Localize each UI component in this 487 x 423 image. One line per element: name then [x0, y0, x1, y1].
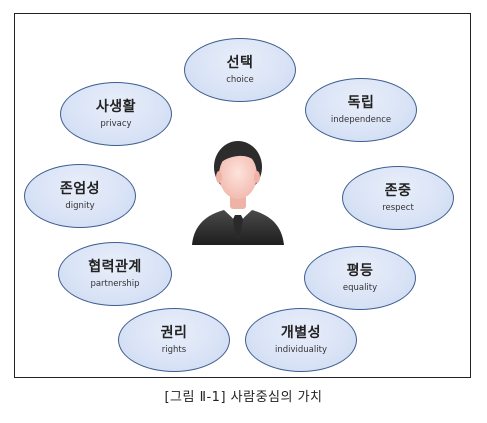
value-bubble-dignity: 존엄성 dignity [24, 164, 136, 228]
value-label-ko: 독립 [347, 94, 375, 111]
value-bubble-individuality: 개별성 individuality [245, 308, 357, 372]
value-bubble-respect: 존중 respect [342, 166, 454, 230]
value-label-ko: 존중 [384, 182, 412, 199]
value-label-ko: 사생활 [95, 98, 137, 115]
value-bubble-privacy: 사생활 privacy [60, 82, 172, 146]
value-label-en: independence [330, 114, 392, 125]
value-label-ko: 선택 [226, 54, 254, 71]
value-label-en: respect [382, 202, 414, 213]
person-icon [190, 139, 286, 245]
figure-caption: [그림 Ⅱ-1] 사람중심의 가치 [164, 390, 323, 405]
value-bubble-rights: 권리 rights [118, 308, 230, 372]
value-label-en: choice [226, 74, 254, 85]
value-bubble-equality: 평등 equality [304, 246, 416, 310]
value-label-en: equality [342, 282, 378, 293]
value-label-en: privacy [100, 118, 132, 129]
value-label-ko: 협력관계 [88, 258, 142, 275]
value-label-en: rights [161, 344, 187, 355]
value-label-en: partnership [90, 278, 140, 289]
value-label-ko: 개별성 [280, 324, 322, 341]
value-label-ko: 존엄성 [59, 180, 101, 197]
value-bubble-partnership: 협력관계 partnership [58, 242, 172, 306]
value-bubble-choice: 선택 choice [184, 38, 296, 102]
value-label-ko: 평등 [346, 262, 374, 279]
value-label-en: individuality [275, 344, 327, 355]
value-bubble-independence: 독립 independence [305, 78, 417, 142]
value-label-en: dignity [65, 200, 95, 211]
value-label-ko: 권리 [160, 324, 188, 341]
